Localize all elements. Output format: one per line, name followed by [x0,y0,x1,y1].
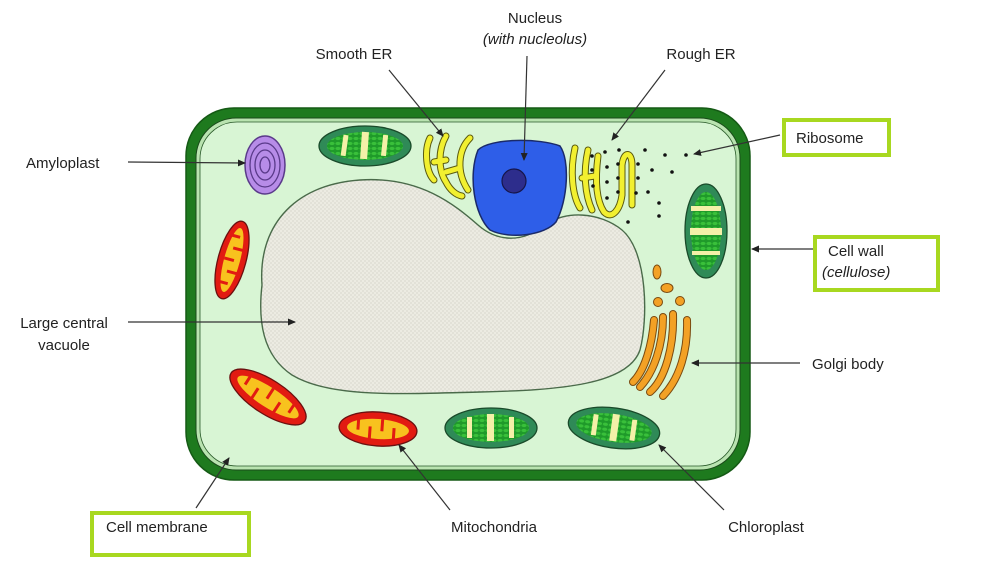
ribosomes [590,148,688,224]
amyloplast [244,135,286,195]
label-golgi-body: Golgi body [812,356,884,373]
label-cell-wall: Cell wall [828,243,884,260]
label-cell-wall-sub: (cellulose) [822,264,890,281]
chloroplast [567,406,661,450]
cell-membrane-highlight-box [90,511,251,557]
label-rough-er: Rough ER [666,46,735,63]
rough-er [568,144,636,219]
chloroplast [318,125,412,167]
label-smooth-er: Smooth ER [316,46,393,63]
smooth-er [423,132,474,200]
label-mitochondria: Mitochondria [451,519,538,536]
mitochondrion [214,220,250,300]
nucleus [472,139,568,237]
ribosome-highlight-box [782,118,891,157]
chloroplast [684,183,728,279]
leader-ribosome [693,134,781,156]
leader-nucleus [520,55,528,161]
large-central-vacuole [260,178,646,395]
nucleolus [501,168,527,194]
label-cell-membrane: Cell membrane [106,519,208,536]
label-nucleus-sub: (with nucleolus) [483,31,587,48]
label-chloroplast: Chloroplast [728,519,805,536]
label-amyloplast: Amyloplast [26,155,100,172]
golgi-body [629,264,692,400]
leader-amyloplast [127,159,246,167]
label-vacuole-line1: Large central [20,315,108,332]
label-nucleus: Nucleus [508,10,562,27]
label-vacuole-line2: vacuole [38,337,90,354]
cell-wall-highlight-box [813,235,940,292]
leader-smooth-er [388,69,444,137]
leader-rough-er [611,69,666,141]
leader-cell-membrane [195,457,230,509]
leader-chloroplast [658,444,725,511]
label-ribosome: Ribosome [796,130,864,147]
mitochondrion [229,368,307,426]
chloroplast [444,407,538,449]
mitochondrion [338,411,418,447]
leader-mitochondria [398,444,451,511]
